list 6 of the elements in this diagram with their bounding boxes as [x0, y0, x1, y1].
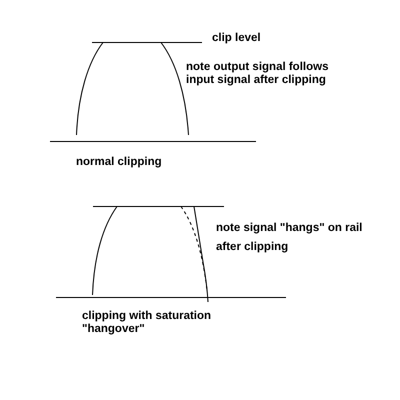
- note-text: after clipping: [216, 241, 288, 254]
- level-label: clip level: [212, 32, 261, 45]
- caption-text: clipping with saturation "hangover": [82, 310, 212, 336]
- note-text: note signal "hangs" on rail: [216, 222, 362, 235]
- note-text: note output signal follows input signal after clipping: [186, 61, 330, 87]
- caption-text: normal clipping: [76, 156, 162, 169]
